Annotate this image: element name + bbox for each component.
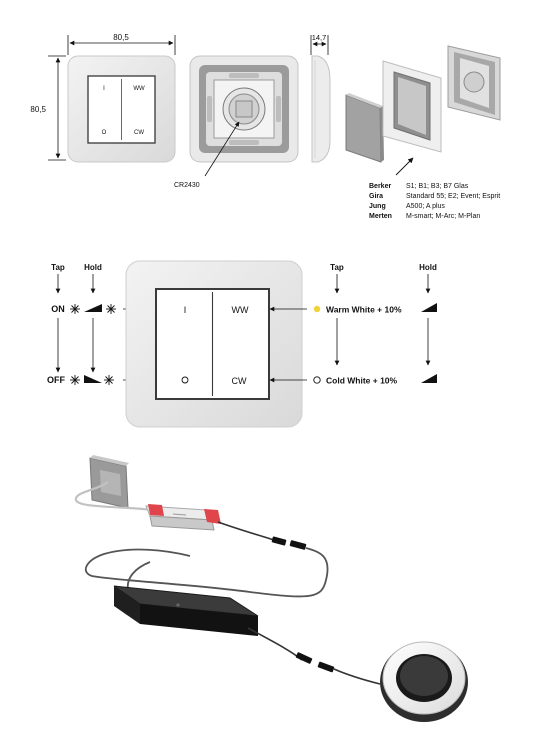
front-label-o: O — [102, 130, 107, 136]
switch-label-i: I — [184, 305, 187, 315]
width-dimension: 80,5 — [67, 33, 176, 55]
switch-label-ww: WW — [232, 305, 249, 315]
front-label-ww: WW — [133, 86, 145, 92]
cold-white-label: Cold White + 10% — [326, 376, 398, 386]
width-value: 80,5 — [113, 33, 129, 42]
warm-indicator-icon — [313, 305, 321, 313]
connector-red — [148, 504, 164, 516]
ramp-up-icon — [84, 304, 102, 312]
ring-light — [380, 641, 468, 722]
front-label-cw: CW — [134, 130, 144, 136]
sun-icon — [106, 304, 116, 314]
left-tap-label: Tap — [51, 263, 65, 272]
switch-back-view — [189, 55, 299, 163]
depth-value: 14,7 — [312, 33, 327, 42]
exploded-view — [345, 45, 501, 163]
receiver — [145, 504, 221, 531]
sun-icon — [104, 375, 114, 385]
brand-name: Gira — [369, 193, 383, 200]
left-hold-label: Hold — [84, 263, 102, 272]
switch-front-view: I WW O CW — [67, 55, 176, 163]
brand-models: M-smart; M-Arc; M-Plan — [406, 213, 480, 220]
switch-side-view — [311, 55, 331, 163]
off-label: OFF — [47, 375, 65, 385]
warm-white-label: Warm White + 10% — [326, 305, 402, 315]
operation-switch: I WW CW — [125, 260, 303, 428]
right-hold-label: Hold — [419, 263, 437, 272]
height-dimension: 80,5 — [30, 55, 66, 161]
cold-indicator-icon — [313, 376, 321, 384]
switch-label-cw: CW — [232, 376, 247, 386]
front-label-i: I — [103, 86, 105, 92]
ramp-up-icon — [421, 374, 437, 383]
sun-icon — [70, 304, 80, 314]
depth-dimension: 14,7 — [310, 33, 329, 55]
brand-name: Berker — [369, 183, 391, 190]
on-label: ON — [51, 304, 65, 314]
frame-callout-arrow — [395, 157, 414, 176]
height-value: 80,5 — [30, 105, 46, 114]
compatibility-list: Berker S1; B1; B3; B7 Glas Gira Standard… — [369, 183, 500, 220]
battery-callout: CR2430 — [174, 121, 240, 189]
ramp-up-icon — [421, 303, 437, 312]
brand-models: S1; B1; B3; B7 Glas — [406, 183, 469, 190]
system-illustration — [74, 455, 468, 722]
switch-off-symbol — [181, 376, 189, 384]
brand-models: A500; A plus — [406, 203, 445, 210]
battery-label: CR2430 — [174, 182, 200, 189]
brand-name: Jung — [369, 203, 386, 210]
right-tap-label: Tap — [330, 263, 344, 272]
ramp-down-icon — [84, 375, 102, 383]
driver-unit — [113, 585, 259, 636]
sun-icon — [70, 375, 80, 385]
brand-models: Standard 55; E2; Event; Esprit — [406, 193, 500, 200]
wall-switch — [89, 455, 129, 509]
brand-name: Merten — [369, 213, 392, 220]
connector-red — [204, 509, 221, 524]
